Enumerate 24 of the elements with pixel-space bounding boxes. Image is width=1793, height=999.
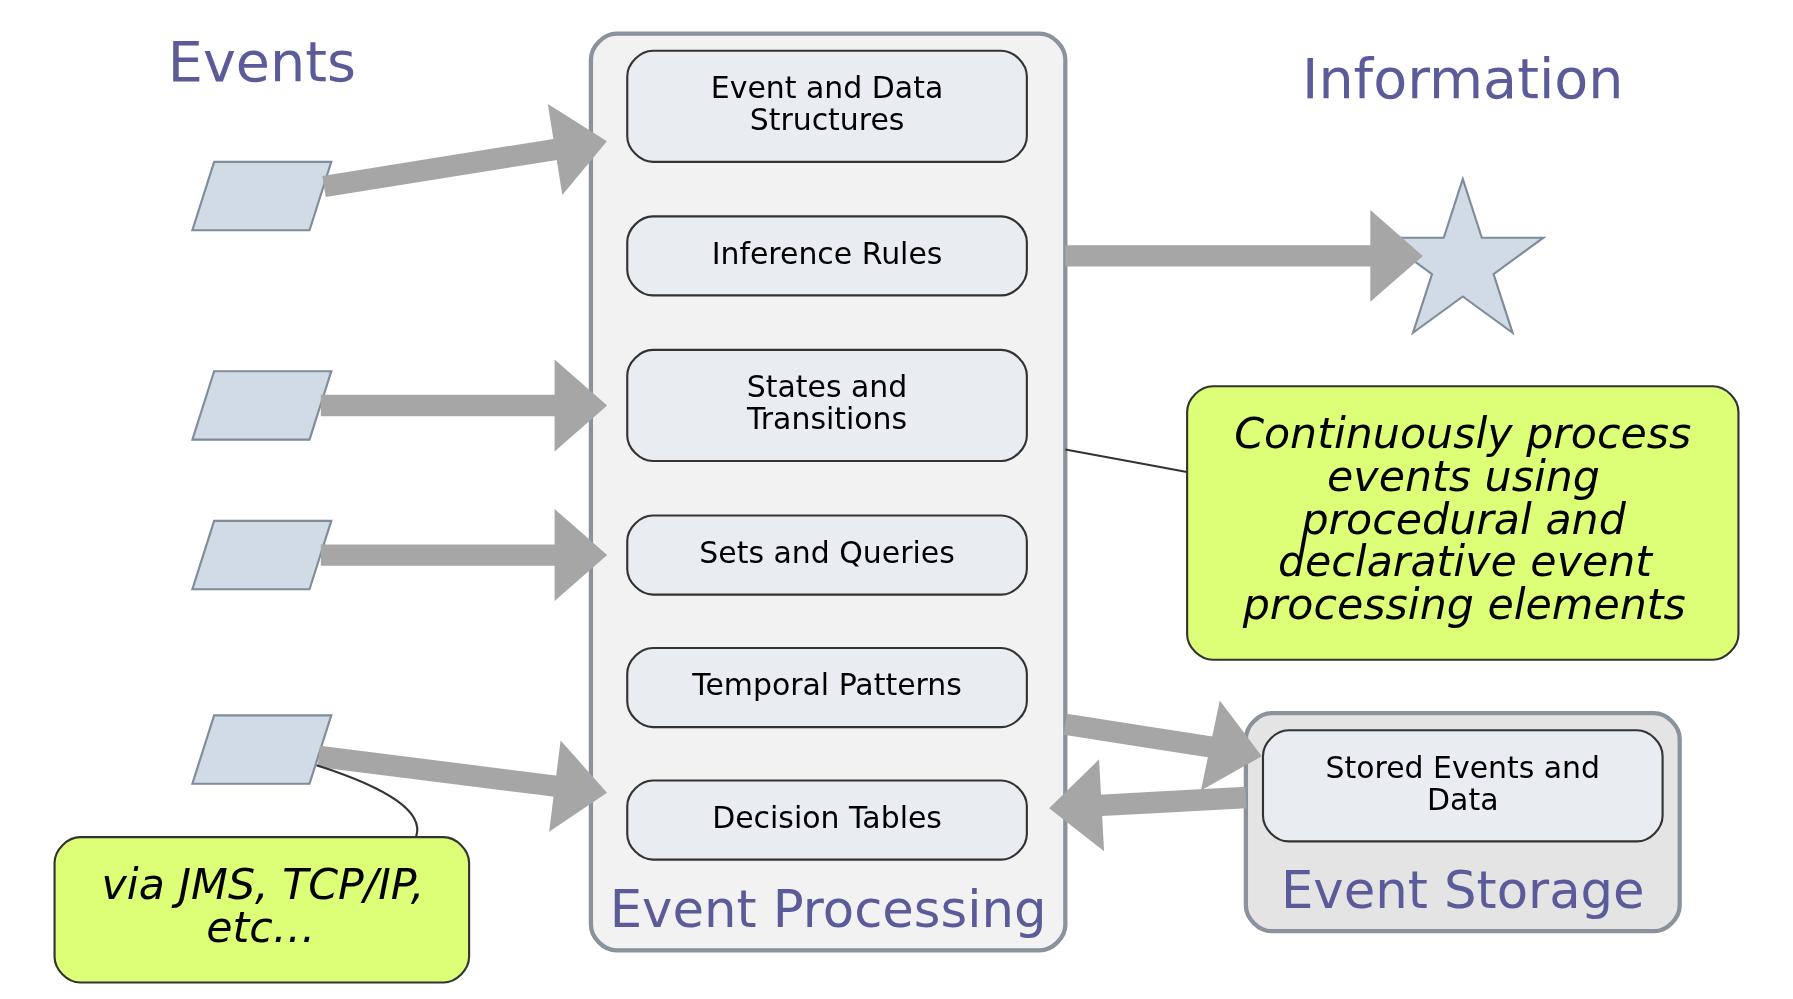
- label: Events: [167, 29, 356, 95]
- node-box: States and Transitions: [626, 348, 1028, 463]
- node-box: Event and Data Structures: [626, 49, 1028, 163]
- arrow: [1065, 209, 1423, 302]
- node-box: Decision Tables: [626, 779, 1028, 861]
- node-parallelogram: [190, 714, 333, 785]
- label: Information: [1302, 46, 1624, 112]
- arrow: [320, 359, 608, 452]
- node-box: Temporal Patterns: [626, 646, 1028, 729]
- arrow: [322, 104, 607, 197]
- node-parallelogram: [190, 160, 333, 232]
- connector: [316, 764, 419, 837]
- arrow: [1063, 700, 1262, 791]
- node-parallelogram: [190, 370, 333, 441]
- node-box: via JMS, TCP/IP, etc…: [53, 836, 471, 984]
- node-box: Sets and Queries: [626, 514, 1028, 596]
- connector: [1065, 448, 1188, 474]
- node-box: Continuously process events using procedural and declarative event processing elements: [1186, 385, 1740, 661]
- node-box: Stored Events and Data: [1261, 729, 1664, 843]
- arrow: [320, 509, 608, 602]
- arrow: [317, 740, 607, 832]
- arrow: [1049, 759, 1247, 852]
- node-box: Inference Rules: [626, 215, 1028, 297]
- node-parallelogram: [190, 519, 333, 591]
